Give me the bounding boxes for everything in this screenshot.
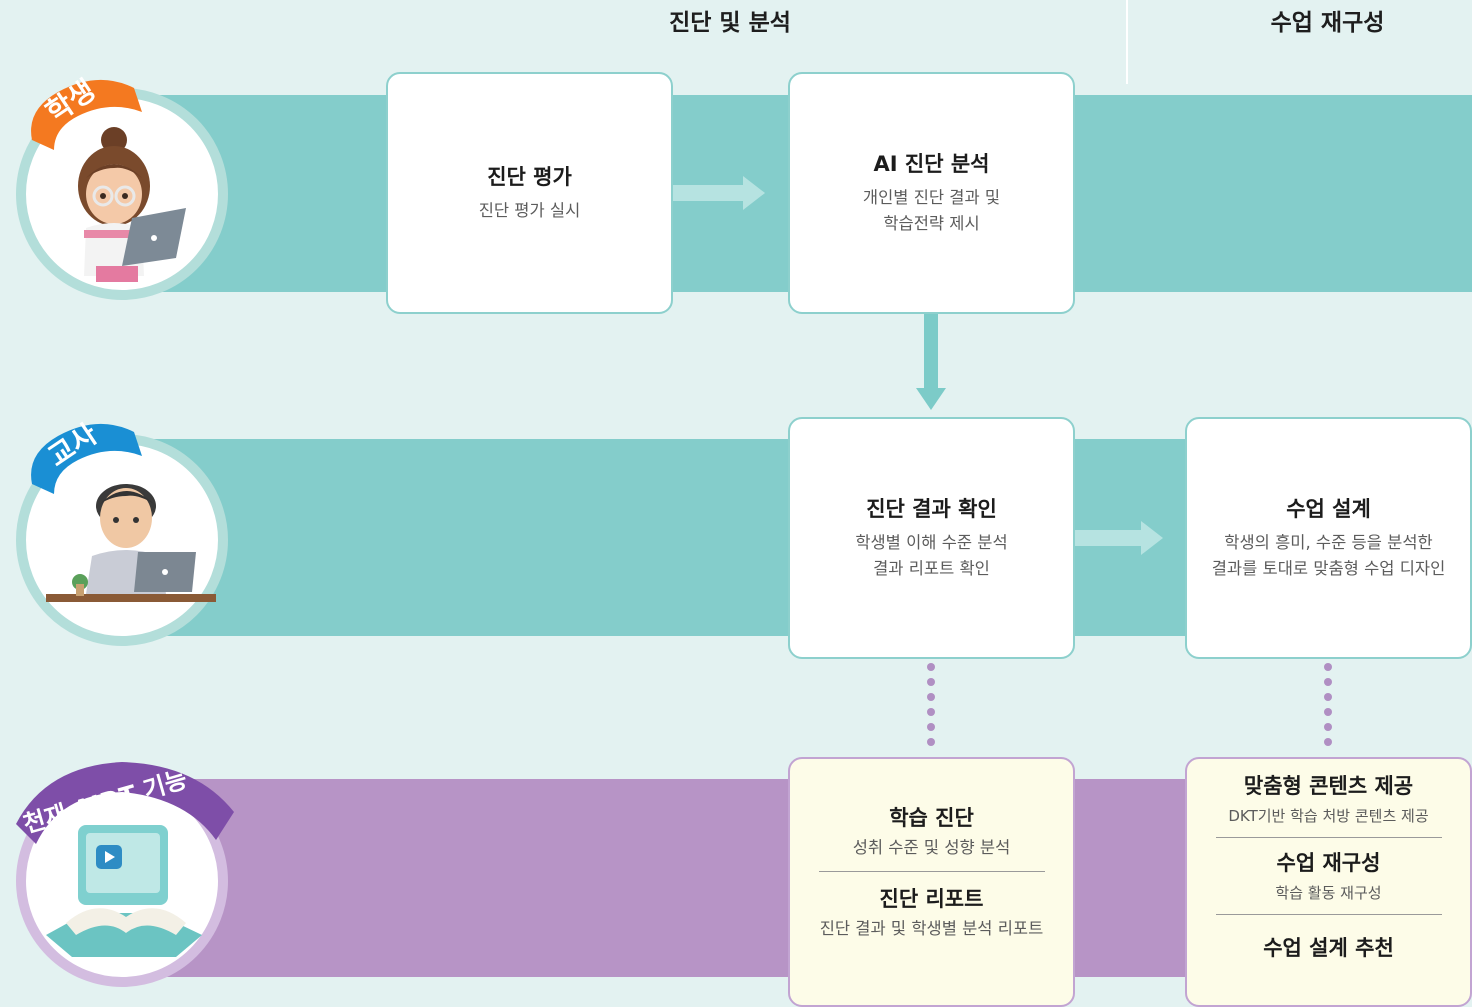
lesson-design-card: 수업 설계 학생의 흥미, 수준 등을 분석한 결과를 토대로 맞춤형 수업 디… xyxy=(1185,417,1472,659)
diagnosis-result-check-card: 진단 결과 확인 학생별 이해 수준 분석 결과 리포트 확인 xyxy=(788,417,1075,659)
header-diagnosis-analysis: 진단 및 분석 xyxy=(669,10,791,36)
student-illustration xyxy=(78,127,186,282)
card-description-line: 개인별 진단 결과 및 xyxy=(862,188,1001,207)
card-description: 학습 활동 재구성 xyxy=(1275,884,1382,902)
header-lesson-reconstruction: 수업 재구성 xyxy=(1270,10,1385,36)
card-title: 진단 평가 xyxy=(487,165,572,189)
card-title: 수업 설계 추천 xyxy=(1263,936,1394,960)
card-description-line: 학생의 흥미, 수준 등을 분석한 xyxy=(1224,533,1433,552)
aidt-illustration xyxy=(46,825,202,957)
card-description-line: 결과 리포트 확인 xyxy=(873,559,990,578)
card-description: 진단 결과 및 학생별 분석 리포트 xyxy=(819,919,1044,938)
card-description: 진단 평가 실시 xyxy=(478,201,581,220)
card-title: 학습 진단 xyxy=(889,806,974,830)
card-description-line: 학습전략 제시 xyxy=(883,214,980,233)
card-description: 학생별 이해 수준 분석 결과 리포트 확인 xyxy=(855,530,1007,582)
ai-diagnosis-analysis-card: AI 진단 분석 개인별 진단 결과 및 학습전략 제시 xyxy=(788,72,1075,314)
card-description: 개인별 진단 결과 및 학습전략 제시 xyxy=(863,185,1000,237)
card-title: 진단 리포트 xyxy=(879,887,984,911)
card-title: 맞춤형 콘텐츠 제공 xyxy=(1243,774,1414,798)
diagnostic-evaluation-card: 진단 평가 진단 평가 실시 xyxy=(386,72,673,314)
card-description: 학생의 흥미, 수준 등을 분석한 결과를 토대로 맞춤형 수업 디자인 xyxy=(1212,530,1446,582)
student-role-tag xyxy=(31,79,143,150)
teacher-role-tag xyxy=(31,423,143,494)
arrow-down-icon xyxy=(916,314,946,410)
learning-diagnosis-card: 학습 진단 성취 수준 및 성향 분석 진단 리포트 진단 결과 및 학생별 분… xyxy=(788,757,1075,1007)
arrow-right-icon xyxy=(1075,521,1163,555)
card-separator xyxy=(1215,837,1442,838)
card-description-line: 학생별 이해 수준 분석 xyxy=(855,533,1008,552)
teacher-avatar xyxy=(16,434,228,646)
student-avatar xyxy=(16,88,228,300)
card-description-line: 결과를 토대로 맞춤형 수업 디자인 xyxy=(1211,559,1446,578)
arrow-right-icon xyxy=(673,176,765,210)
card-title: 수업 설계 xyxy=(1286,497,1371,521)
card-description: 성취 수준 및 성향 분석 xyxy=(852,838,1011,857)
card-separator xyxy=(1215,914,1442,915)
card-description: DKT기반 학습 처방 콘텐츠 제공 xyxy=(1228,807,1429,825)
card-title: AI 진단 분석 xyxy=(873,152,990,176)
column-divider xyxy=(1126,0,1128,84)
card-title: 진단 결과 확인 xyxy=(866,497,997,521)
dotted-connector xyxy=(1324,663,1332,746)
custom-content-card: 맞춤형 콘텐츠 제공 DKT기반 학습 처방 콘텐츠 제공 수업 재구성 학습 … xyxy=(1185,757,1472,1007)
teacher-illustration xyxy=(46,484,216,602)
dotted-connector xyxy=(927,663,935,746)
card-title: 수업 재구성 xyxy=(1276,851,1381,875)
aidt-role-tag xyxy=(16,762,234,844)
card-separator xyxy=(818,871,1045,872)
